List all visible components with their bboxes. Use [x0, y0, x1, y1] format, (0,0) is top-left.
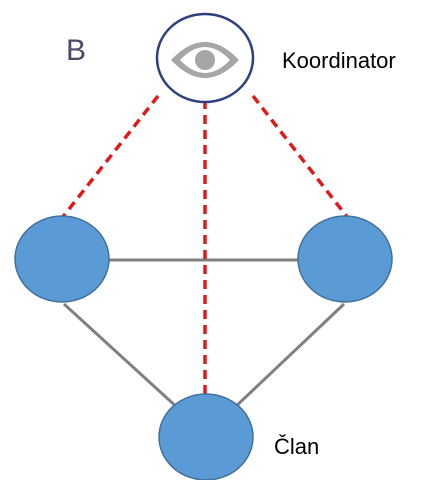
coordinator-links	[60, 94, 350, 398]
member-label: Član	[274, 434, 320, 459]
link-right-bottom	[230, 302, 346, 412]
eye-pupil	[195, 50, 215, 70]
coordinator-link-right	[251, 94, 350, 220]
coordinator-link-left	[60, 94, 160, 220]
panel-letter: B	[66, 34, 87, 67]
member-node-left	[14, 215, 110, 303]
member-links	[62, 258, 346, 412]
member-nodes	[14, 215, 393, 480]
link-left-bottom	[62, 302, 182, 412]
member-node-bottom	[158, 393, 254, 480]
coordinator-node	[155, 12, 255, 104]
eye-icon	[171, 42, 239, 78]
coordinator-label: Koordinator	[282, 48, 396, 73]
member-node-right	[297, 215, 393, 303]
